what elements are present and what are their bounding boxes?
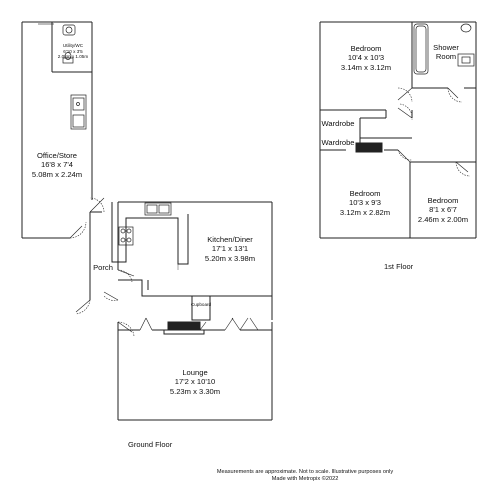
office-door bbox=[69, 221, 87, 239]
office-label: Office/Store 16'8 x 7'4 5.08m x 2.24m bbox=[22, 151, 92, 179]
bedroom1-dim-imperial: 10'4 x 10'3 bbox=[347, 53, 385, 63]
ground-floor-title: Ground Floor bbox=[128, 440, 173, 449]
shower-name-line2: Room bbox=[435, 52, 457, 62]
bedroom2-label: Bedroom 10'3 x 9'3 3.12m x 2.82m bbox=[320, 189, 410, 217]
first-floor-fixtures bbox=[413, 21, 475, 75]
office-name: Office/Store bbox=[37, 151, 77, 160]
bedroom3-dim-metric: 2.46m x 2.00m bbox=[417, 214, 469, 224]
cupboard-label: Cupboard bbox=[190, 302, 212, 308]
porch-name: Porch bbox=[93, 263, 113, 272]
wardrobe1-name: Wardrobe bbox=[321, 119, 355, 128]
kitchen-dim-metric: 5.20m x 3.98m bbox=[204, 253, 256, 263]
shower-label: Shower Room bbox=[428, 43, 464, 62]
kitchen-dim-imperial: 17'1 x 13'1 bbox=[211, 244, 249, 254]
wardrobe1-label: Wardrobe bbox=[319, 119, 357, 128]
utility-label: Utility/WC 6'10 x 3'5 2.08m x 1.05m bbox=[54, 43, 92, 60]
bedroom1-name: Bedroom bbox=[350, 44, 382, 53]
ground-floor-walls bbox=[89, 201, 273, 421]
office-dim-imperial: 16'8 x 7'4 bbox=[40, 160, 74, 170]
utility-dim-metric: 2.08m x 1.05m bbox=[57, 54, 89, 59]
bedroom3-label: Bedroom 8'1 x 6'7 2.46m x 2.00m bbox=[410, 196, 476, 224]
wardrobe2-label: Wardrobe bbox=[319, 138, 357, 147]
kitchen-appliances bbox=[118, 202, 172, 246]
lounge-label: Lounge 17'2 x 10'10 5.23m x 3.30m bbox=[118, 368, 272, 396]
first-floor-walls bbox=[319, 21, 477, 239]
utility-name: Utility/WC bbox=[62, 43, 84, 48]
utility-fixtures bbox=[62, 24, 76, 64]
bedroom1-label: Bedroom 10'4 x 10'3 3.14m x 3.12m bbox=[320, 44, 412, 72]
first-floor-title: 1st Floor bbox=[384, 262, 414, 271]
bedroom2-dim-metric: 3.12m x 2.82m bbox=[339, 207, 391, 217]
cupboard-name: Cupboard bbox=[190, 302, 212, 307]
bedroom2-dim-imperial: 10'3 x 9'3 bbox=[348, 198, 382, 208]
lounge-name: Lounge bbox=[182, 368, 208, 377]
footer-disclaimer: Measurements are approximate. Not to sca… bbox=[200, 469, 410, 484]
porch-label: Porch bbox=[88, 263, 118, 272]
ground-floor-doors bbox=[75, 197, 259, 337]
footer-line2: Made with Metropix ©2022 bbox=[271, 476, 339, 483]
lounge-dim-imperial: 17'2 x 10'10 bbox=[174, 377, 216, 387]
utility-dim-imperial: 6'10 x 3'5 bbox=[63, 48, 83, 54]
bedroom3-name: Bedroom bbox=[427, 196, 459, 205]
kitchen-label: Kitchen/Diner 17'1 x 13'1 5.20m x 3.98m bbox=[188, 235, 272, 263]
shower-name: Shower bbox=[433, 43, 459, 52]
wardrobe2-name: Wardrobe bbox=[321, 138, 355, 147]
office-store-outline bbox=[21, 21, 93, 239]
bedroom1-dim-metric: 3.14m x 3.12m bbox=[340, 62, 392, 72]
bedroom3-dim-imperial: 8'1 x 6'7 bbox=[429, 205, 457, 215]
first-floor-doors bbox=[397, 87, 471, 177]
bedroom2-name: Bedroom bbox=[349, 189, 381, 198]
office-sink bbox=[70, 94, 87, 130]
footer-line1: Measurements are approximate. Not to sca… bbox=[216, 469, 394, 475]
lounge-dim-metric: 5.23m x 3.30m bbox=[169, 386, 221, 396]
office-dim-metric: 5.08m x 2.24m bbox=[31, 169, 83, 179]
kitchen-name: Kitchen/Diner bbox=[207, 235, 253, 244]
